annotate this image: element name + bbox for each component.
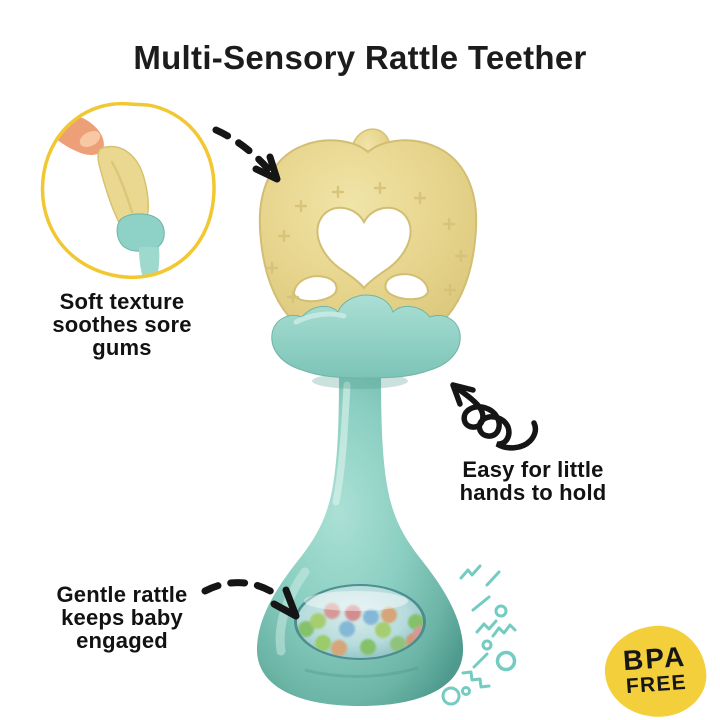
bulb-bottom-crease: [304, 666, 419, 679]
callout-soft-texture-line: soothes sore: [52, 311, 192, 337]
callout-gentle-rattle-line: keeps baby: [61, 604, 183, 630]
bpa-free-badge-line: BPA: [622, 641, 688, 677]
callout-soft-texture-line: gums: [92, 334, 152, 360]
bpa-free-badge-line: FREE: [625, 671, 688, 699]
dashed-arrow-to-rattle-icon: [201, 579, 300, 620]
inset-stem: [139, 247, 160, 278]
callout-gentle-rattle-line: Gentle rattle: [56, 582, 188, 607]
callout-easy-hold-line: hands to hold: [459, 479, 607, 505]
inset-outline: [40, 101, 216, 280]
apple-teether-graphic: [256, 128, 478, 706]
rattle-window: [294, 584, 426, 660]
callout-easy-hold-line: Easy for little: [462, 457, 604, 482]
inset-collar: [116, 213, 165, 252]
callout-gentle-rattle: Gentle rattle keeps baby engaged: [22, 582, 222, 653]
callout-soft-texture: Soft texture soothes sore gums: [16, 289, 228, 360]
page-title: Multi-Sensory Rattle Teether: [133, 39, 587, 76]
collar-highlight: [293, 311, 347, 325]
curly-arrow-to-handle-icon: [450, 382, 539, 451]
handle-highlight: [332, 381, 351, 506]
dashed-arrow-to-apple-icon: [212, 126, 281, 183]
callout-easy-hold: Easy for little hands to hold: [426, 457, 640, 505]
callout-soft-texture-line: Soft texture: [59, 289, 185, 314]
soft-texture-inset: [40, 101, 216, 280]
rattle-motion-decoration: [441, 564, 517, 706]
callout-gentle-rattle-line: engaged: [76, 627, 168, 653]
